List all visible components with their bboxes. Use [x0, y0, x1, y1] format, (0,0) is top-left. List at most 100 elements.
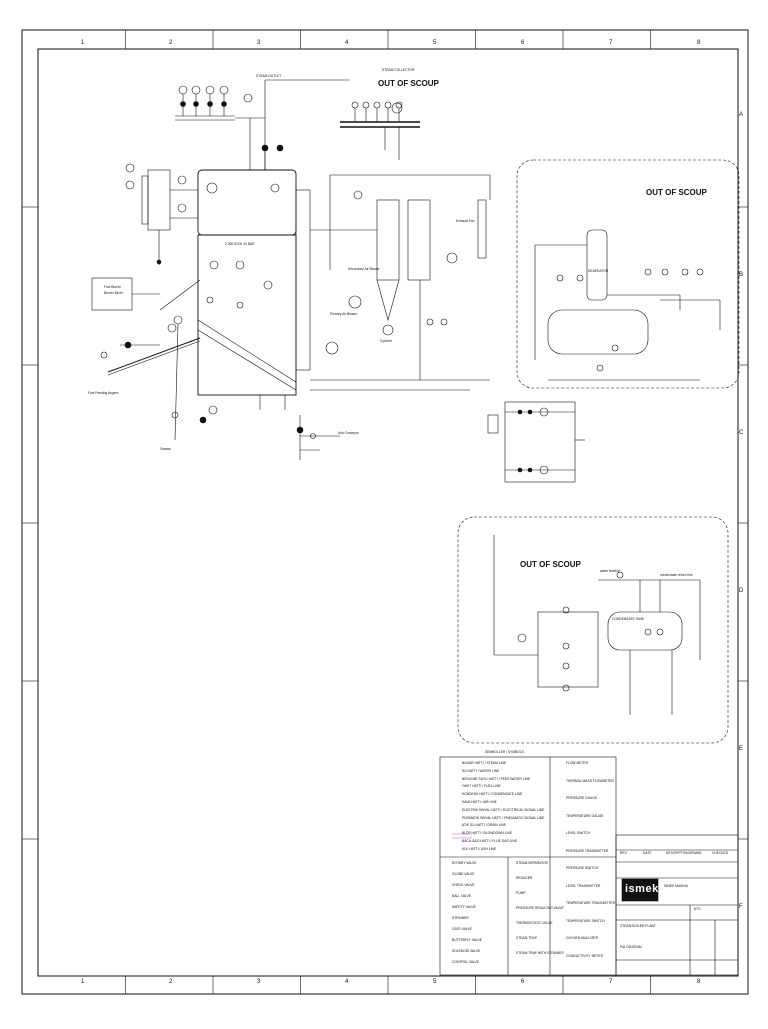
label-exhaust-fan: Exhaust Fan	[456, 219, 475, 223]
pressure-gauge-row	[178, 85, 229, 116]
legend-entry: STEAM SEPARATOR	[516, 861, 549, 865]
legend-entry: TEMPERATURE GAUGE	[566, 813, 604, 818]
scope-note-top: OUT OF SCOUP	[378, 79, 439, 88]
label-primary-air: Primary Air Blower	[330, 312, 358, 316]
label-steam-collector: STEAM COLLECTOR	[382, 68, 415, 72]
grid-ticks	[22, 30, 748, 994]
drawing-scale: NTS	[694, 907, 701, 911]
legend-entry: THERMOSTATIC VALVE	[516, 921, 553, 925]
grid-col-3-bottom: 3	[257, 979, 261, 985]
grid-col-6-bottom: 6	[521, 979, 525, 985]
legend-entry: YAKIT HATTI / FUEL LINE	[462, 784, 501, 789]
grid-col-8: 8	[697, 40, 701, 46]
label-steam-outlet: STEAM OUTLET	[256, 74, 282, 78]
legend-entry: BALL VALVE	[452, 894, 471, 898]
title-block	[615, 834, 739, 976]
label-grease: Grease	[160, 447, 171, 451]
legend-entry: TEMPERATURE TRANSMITTER	[566, 901, 615, 905]
legend-entry: LEVEL TRANSMITTER	[566, 883, 601, 888]
legend-entry: TEMPERATURE SWITCH	[566, 918, 605, 923]
primary-air-blower	[325, 341, 339, 355]
label-fuel-feeding: Fuel Feeding Augers	[88, 391, 119, 395]
scope-note-condensate: OUT OF SCOUP	[520, 560, 581, 569]
legend-entry: CONTROL VALVE	[452, 960, 480, 964]
legend-entry: CHECK VALVE	[452, 883, 475, 887]
label-water-feeding: water feeding	[600, 569, 620, 573]
cyclone-1	[376, 199, 400, 281]
legend-entry: ROTARY VALVE	[452, 861, 477, 865]
grid-col-2-bottom: 2	[169, 979, 173, 985]
boiler-section	[91, 79, 491, 460]
company-name: ISMEK MAKINA	[664, 884, 688, 888]
legend-entry: PUMP	[516, 891, 526, 895]
label-boiler: 2 000 KG/H 10 BAR	[225, 242, 255, 246]
grid-col-1-bottom: 1	[81, 979, 85, 985]
grid-row-f: F	[739, 904, 743, 910]
legend-entry: SAFETY VALVE	[452, 905, 476, 909]
grid-col-2: 2	[169, 40, 173, 46]
grid-col-7: 7	[609, 40, 613, 46]
legend-entry: CHECKED	[712, 851, 729, 855]
label-condensate-tank: CONDENSATE TANK	[612, 617, 645, 621]
deaerator-scope-area	[516, 159, 740, 389]
legend-entry: OXYGEN ANALYZER	[566, 936, 599, 940]
grid-col-1: 1	[81, 40, 85, 46]
legend-entry: ELEKTRIK SINYAL HATTI / ELECTRICAL SIGNA…	[462, 807, 545, 812]
grid-col-6: 6	[521, 40, 525, 46]
legend-entry: DESCRIPTION	[666, 851, 689, 855]
grid-col-7-bottom: 7	[609, 979, 613, 985]
grid-col-8-bottom: 8	[697, 979, 701, 985]
legend-entry: LEVEL SWITCH	[566, 831, 591, 835]
legend-entry: REDUCER	[516, 876, 533, 880]
label-condensate-return: condensate return line	[660, 573, 693, 577]
legend-entry: CONDUCTIVITY METER	[566, 953, 604, 958]
grid-col-3: 3	[257, 40, 261, 46]
legend-entry: PNOMATIK SINYAL HATTI / PNEUMATIC SIGNAL…	[462, 815, 545, 820]
grid-row-c: C	[739, 430, 744, 436]
label-ash-conveyor: Ash Conveyor	[338, 431, 359, 435]
condensate-tank	[607, 611, 683, 651]
label-cyclone: Cyclone	[380, 339, 392, 343]
label-secondary-air: Secondary Air Blower	[348, 267, 380, 271]
secondary-air-blower	[348, 295, 362, 309]
legend-entry: ATIK SU HATTI / DRAIN LINE	[462, 823, 507, 828]
grid-row-a: A	[739, 112, 744, 118]
grid-row-b: B	[739, 272, 744, 278]
feed-pump-group	[487, 401, 585, 483]
legend-entry: HAVA HATTI / AIR LINE	[462, 800, 497, 804]
grid-col-4-bottom: 4	[345, 979, 349, 985]
legend-entry: STRAINER	[452, 916, 469, 920]
grid-row-d: D	[739, 588, 744, 594]
company-logo: ismek	[625, 883, 659, 895]
label-fuel-burner: Fuel Burner	[104, 285, 122, 289]
project-name: STEAM BOILER PLANT	[620, 924, 656, 928]
grid-col-5: 5	[433, 40, 437, 46]
drawing-title: P&I DIAGRAM	[620, 945, 642, 949]
legend-entry: BUTTERFLY VALVE	[452, 938, 482, 942]
legend-entry: PRESSURE REDUCING VALVE	[516, 906, 564, 910]
legend-entry: SOLENOID VALVE	[452, 949, 481, 953]
sheet-outer-frame	[21, 29, 749, 995]
grid-row-e: E	[739, 746, 744, 752]
chimney	[477, 199, 487, 259]
legend-entry: BESLEME SUYU HATTI / FEED WATER LINE	[462, 776, 531, 781]
legend-entry: DATE	[643, 851, 652, 855]
legend-entry: PRESSURE SWITCH	[566, 866, 599, 870]
legend-entry: KONDENS HATTI / CONDENSATE LINE	[462, 792, 523, 797]
label-fuel-burner-sub: Burner Mixer	[104, 291, 123, 295]
legend-entry: PRESSURE TRANSMITTER	[566, 848, 609, 853]
steam-collector-valves	[351, 101, 403, 160]
deaerator-tank	[547, 309, 649, 355]
grid-col-5-bottom: 5	[433, 979, 437, 985]
legend-entry: FLOW METER	[566, 761, 588, 765]
legend-entry: BLÖF HATTI / BLOWDOWN LINE	[462, 831, 512, 836]
legend-entry: STEAM TRAP WITH STRAINER	[516, 951, 564, 955]
legend-entry: DRAWN	[689, 851, 702, 855]
company-logo-plate	[621, 878, 659, 902]
legend-entry: REV	[620, 851, 627, 855]
condensate-scope-area	[457, 516, 729, 744]
legend-entry: THERMAL MASS FLOWMETER	[566, 778, 614, 783]
